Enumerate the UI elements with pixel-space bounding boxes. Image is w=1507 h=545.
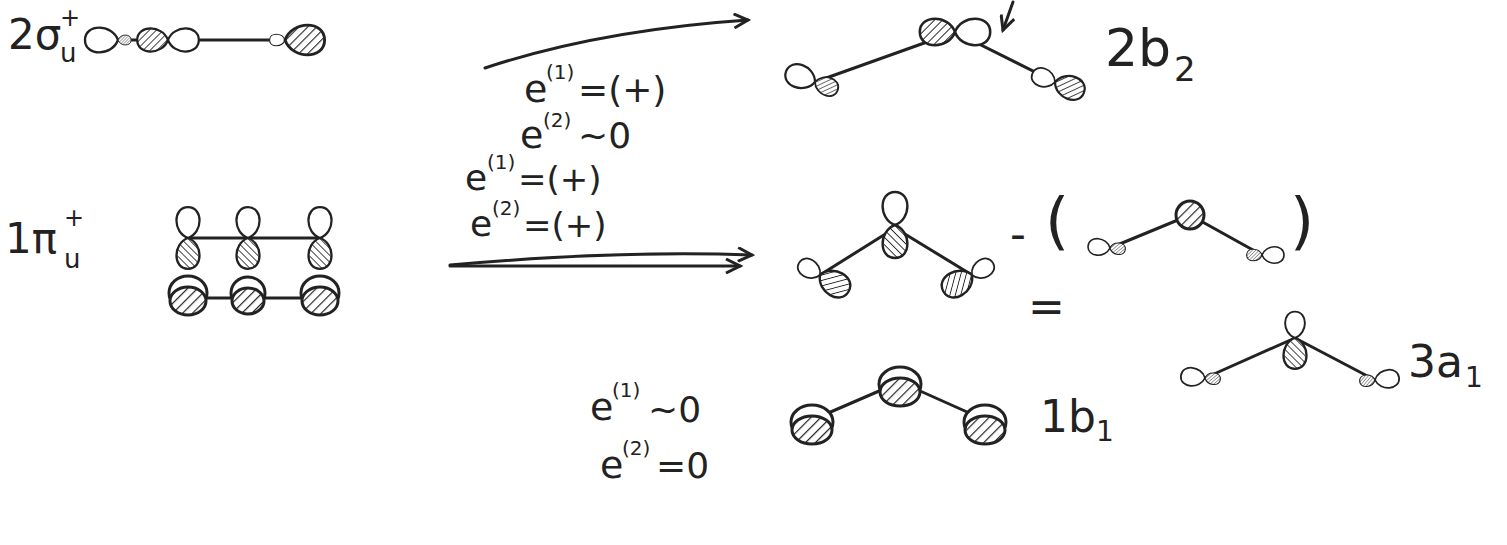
superscript: (1) <box>612 380 640 400</box>
energy-term: =(+) <box>523 208 607 242</box>
energy-term: =(+) <box>578 72 666 108</box>
superscript: (1) <box>546 62 574 82</box>
subscript: u <box>64 246 80 272</box>
equals-sign: = <box>1028 285 1065 329</box>
subscript: u <box>60 40 76 66</box>
subscript: 1 <box>1096 418 1114 446</box>
subscript: 2 <box>1174 52 1196 86</box>
energy-term: e <box>520 116 543 154</box>
parenthesis: ) <box>1290 190 1314 252</box>
parenthesis: ( <box>1045 190 1069 252</box>
energy-term: e <box>470 206 492 242</box>
energy-term: ~0 <box>578 118 631 154</box>
orbital-label: 2b <box>1105 22 1171 74</box>
energy-term: ~0 <box>648 392 701 428</box>
minus-sign: - <box>1010 212 1026 256</box>
superscript: + <box>64 206 84 230</box>
orbital-label: 1b <box>1040 395 1096 439</box>
energy-term: e <box>524 70 547 108</box>
orbital-label: 3a <box>1408 340 1463 384</box>
energy-term: e <box>465 160 487 196</box>
energy-term: =(+) <box>518 162 602 196</box>
energy-term: e <box>600 446 623 484</box>
orbital-label: 2σ <box>8 14 61 56</box>
superscript: (2) <box>622 438 650 458</box>
superscript: (2) <box>492 198 520 218</box>
subscript: 1 <box>1465 364 1483 392</box>
orbital-label: 1π <box>5 218 57 260</box>
energy-term: e <box>590 388 613 426</box>
energy-term: =0 <box>656 448 709 484</box>
superscript: + <box>60 6 80 30</box>
superscript: (2) <box>543 110 571 130</box>
superscript: (1) <box>487 152 515 172</box>
